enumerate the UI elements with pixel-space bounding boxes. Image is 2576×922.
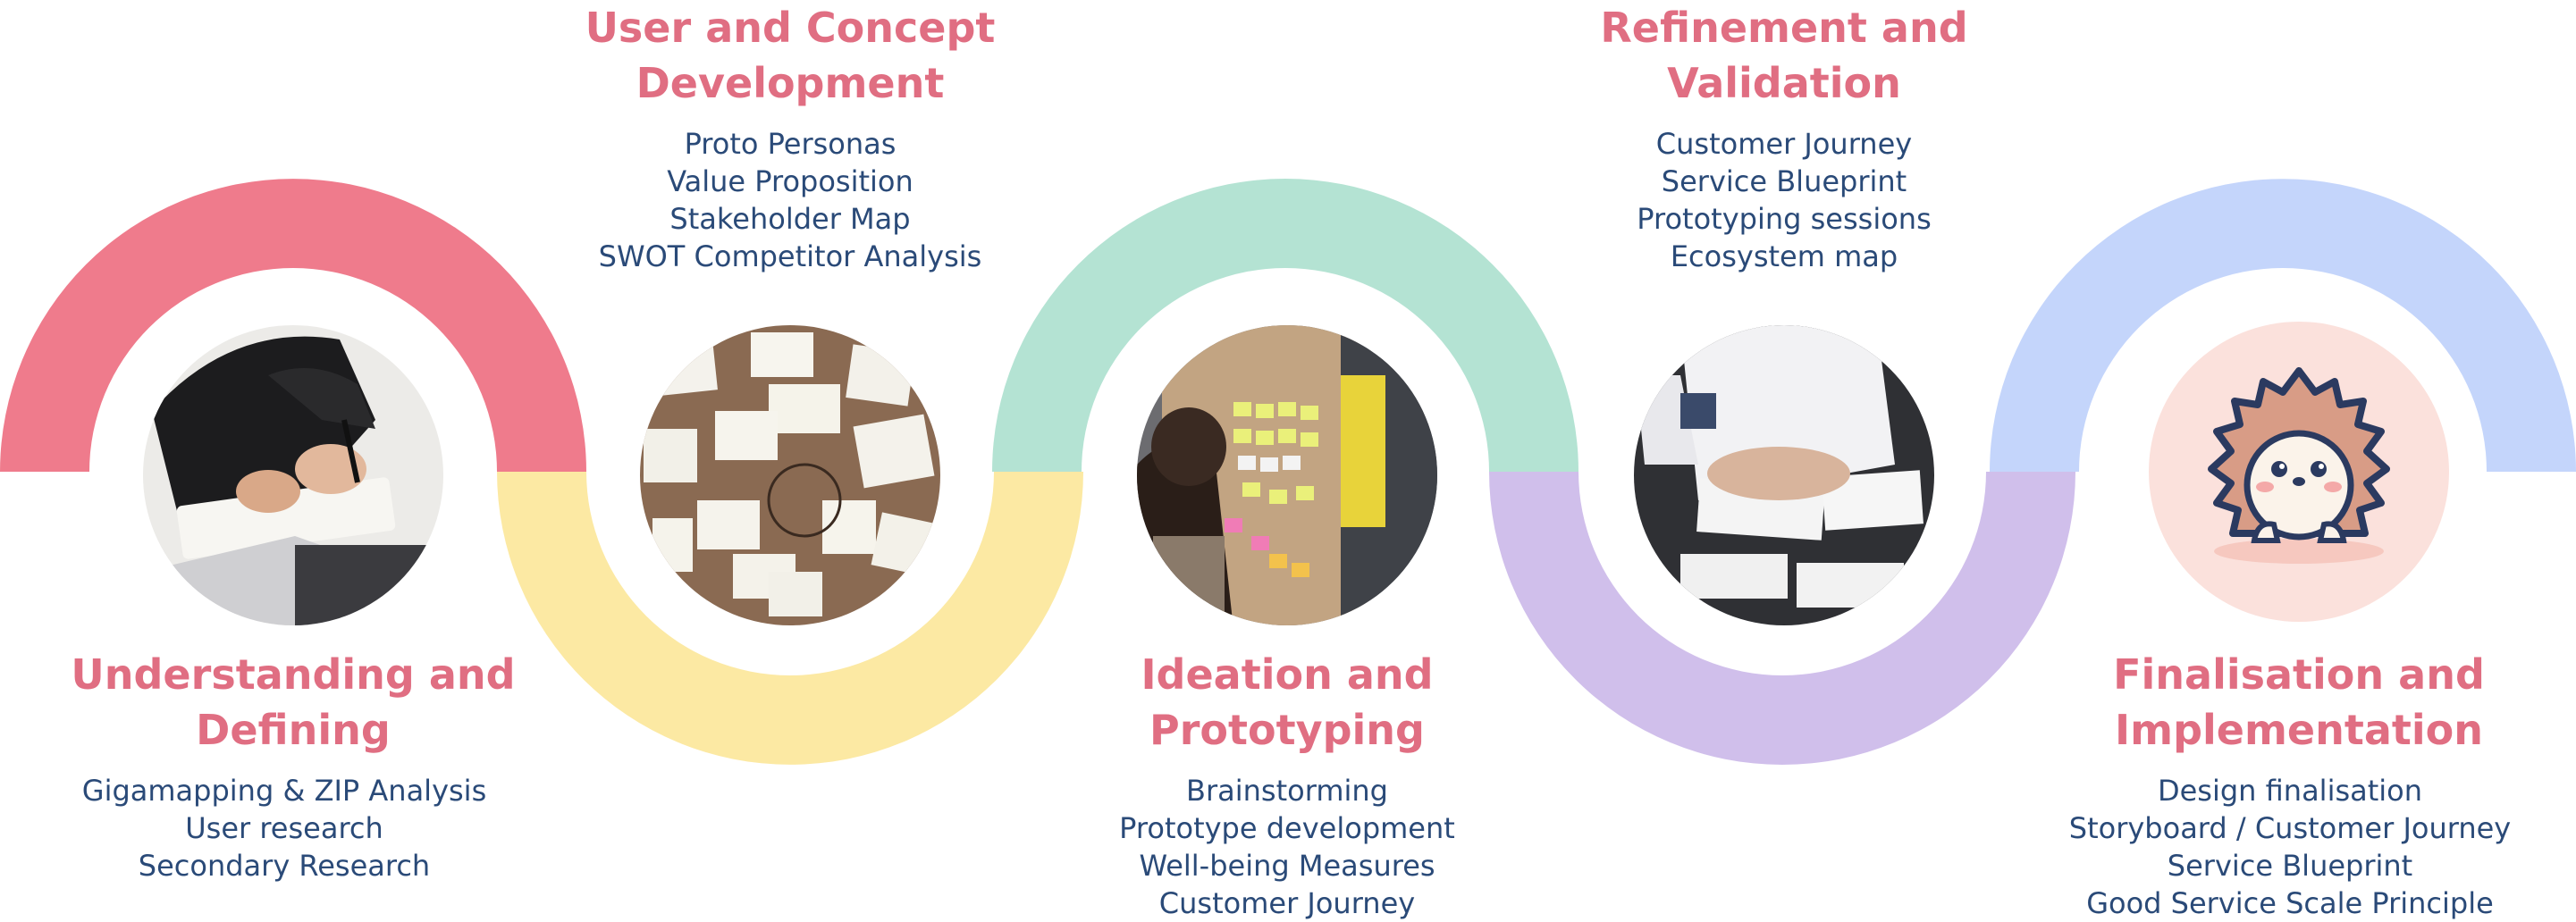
- stage-4-title-line1: Refinement and: [1600, 4, 1968, 52]
- stage-1-item: Gigamapping & ZIP Analysis: [81, 774, 487, 808]
- stage-2-item: SWOT Competitor Analysis: [598, 239, 982, 273]
- stage-5-title-line1: Finalisation and: [2113, 650, 2485, 699]
- stage-5-title: Finalisation and Implementation: [2049, 647, 2549, 758]
- stage-3-items: Brainstorming Prototype development Well…: [1019, 772, 1555, 922]
- hedgehog-icon: [2208, 367, 2390, 564]
- arc-stage-2: [497, 472, 1083, 765]
- stage-4-item: Prototyping sessions: [1637, 202, 1932, 236]
- stage-5-title-line2: Implementation: [2115, 706, 2483, 754]
- stage-4-item: Ecosystem map: [1670, 239, 1898, 273]
- stage-3-item: Brainstorming: [1186, 774, 1388, 808]
- stage-1-title-line1: Understanding and: [71, 650, 516, 699]
- stage-4-item: Customer Journey: [1655, 127, 1913, 161]
- arc-stage-3: [992, 179, 1578, 472]
- stage-5-item: Service Blueprint: [2167, 849, 2413, 883]
- stage-1-title-line2: Defining: [196, 706, 391, 754]
- arc-stage-4: [1489, 472, 2075, 765]
- stage-4-title: Refinement and Validation: [1534, 0, 2034, 111]
- stage-4-items: Customer Journey Service Blueprint Proto…: [1516, 125, 2052, 275]
- stage-1-item: Secondary Research: [138, 849, 431, 883]
- stage-2-title: User and Concept Development: [540, 0, 1040, 111]
- stage-3-title-line2: Prototyping: [1149, 706, 1425, 754]
- stage-2-item: Stakeholder Map: [669, 202, 911, 236]
- stage-2-items: Proto Personas Value Proposition Stakeho…: [522, 125, 1058, 275]
- stage-3-item: Well-being Measures: [1139, 849, 1435, 883]
- photo-sticky-wall: [1137, 325, 1437, 625]
- photo-sticky-board: [640, 325, 940, 625]
- arc-stage-1: [0, 179, 586, 472]
- stage-3-title-line1: Ideation and: [1141, 650, 1434, 699]
- stage-4-title-line2: Validation: [1667, 59, 1901, 107]
- stage-1-items: Gigamapping & ZIP Analysis User research…: [16, 772, 552, 884]
- stage-5-item: Design finalisation: [2157, 774, 2423, 808]
- arc-stage-5: [1990, 179, 2576, 472]
- stage-1-title: Understanding and Defining: [43, 647, 543, 758]
- stage-3-title: Ideation and Prototyping: [1037, 647, 1537, 758]
- stage-4-item: Service Blueprint: [1661, 164, 1907, 198]
- stage-1-item: User research: [185, 811, 383, 845]
- stage-5-items: Design finalisation Storyboard / Custome…: [2022, 772, 2558, 922]
- stage-3-item: Customer Journey: [1158, 886, 1416, 920]
- stage-5-item: Storyboard / Customer Journey: [2068, 811, 2512, 845]
- photo-person-writing: [143, 325, 443, 625]
- stage-5-item: Good Service Scale Principle: [2086, 886, 2494, 920]
- photo-hands-cards: [1634, 325, 1934, 625]
- stage-2-title-line1: User and Concept: [585, 4, 996, 52]
- stage-2-title-line2: Development: [636, 59, 945, 107]
- stage-3-item: Prototype development: [1119, 811, 1455, 845]
- stage-2-item: Value Proposition: [667, 164, 913, 198]
- stage-2-item: Proto Personas: [684, 127, 897, 161]
